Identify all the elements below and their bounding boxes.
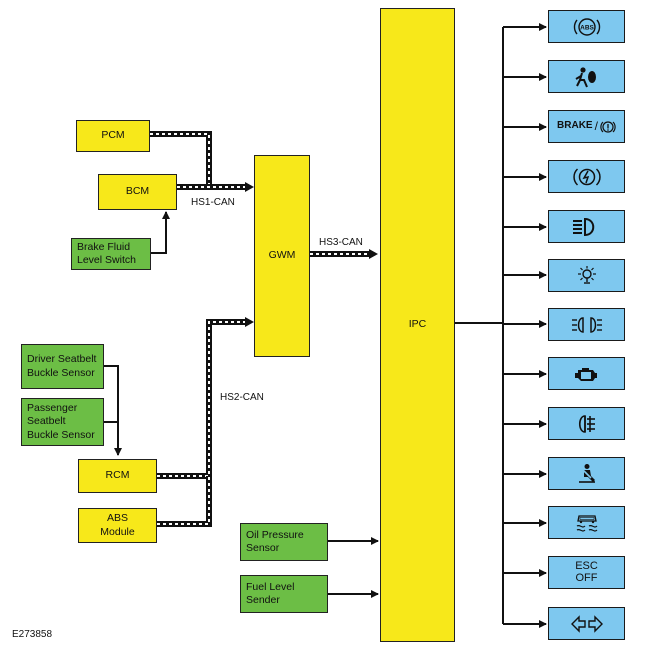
- gwm-module: GWM: [254, 155, 310, 357]
- sidelamp-indicator: [548, 259, 625, 292]
- front-fog-lamp-icon: [571, 316, 602, 333]
- fuel-level-label: Fuel Level Sender: [246, 580, 295, 606]
- driver-seatbelt-label: Driver Seatbelt Buckle Sensor: [27, 353, 97, 379]
- esc-off-line2: OFF: [575, 571, 598, 584]
- pcm-module: PCM: [76, 120, 150, 152]
- hs2-can-bus: [157, 317, 254, 527]
- pcm-label: PCM: [101, 129, 125, 142]
- gwm-label: GWM: [268, 249, 296, 262]
- hs1-can-bus: [150, 131, 254, 192]
- ipc-output-lines: [455, 23, 547, 628]
- figure-reference: E273858: [12, 629, 53, 640]
- esc-off-indicator: ESC OFF: [548, 556, 625, 589]
- abs-warning-icon: ABS: [573, 17, 600, 36]
- sidelamp-icon: [577, 265, 596, 284]
- oil-pressure-sensor: Oil Pressure Sensor: [240, 523, 328, 561]
- hs2-can-label: HS2-CAN: [220, 392, 264, 403]
- airbag-icon: [574, 66, 596, 87]
- esc-off-icon: ESC OFF: [575, 559, 598, 584]
- brake-fluid-level-switch: Brake Fluid Level Switch: [71, 238, 151, 270]
- oil-pressure-label: Oil Pressure Sensor: [246, 528, 304, 554]
- passenger-seatbelt-sensor: Passenger Seatbelt Buckle Sensor: [21, 398, 104, 446]
- seatbelt-icon: [578, 463, 595, 483]
- parking-brake-indicator: [548, 160, 625, 193]
- front-fog-lamp-indicator: [548, 308, 625, 341]
- rcm-module: RCM: [78, 459, 157, 493]
- hs3-can-bus: [310, 249, 378, 259]
- brake-exclamation-icon: [600, 120, 616, 133]
- stability-control-indicator: [548, 506, 625, 539]
- turn-signal-icon: [570, 614, 603, 633]
- bcm-label: BCM: [125, 185, 150, 198]
- high-beam-indicator: [548, 210, 625, 243]
- airbag-indicator: [548, 60, 625, 93]
- stability-control-icon: [576, 514, 597, 532]
- seatbelt-signal-lines: [104, 365, 122, 456]
- brake-slash: /: [594, 119, 598, 133]
- passenger-seatbelt-label: Passenger Seatbelt Buckle Sensor: [27, 402, 95, 441]
- abs-module: ABS Module: [78, 508, 157, 543]
- brake-warning-icon: BRAKE /: [557, 119, 616, 135]
- abs-module-label: ABS Module: [100, 512, 135, 538]
- rcm-label: RCM: [105, 469, 130, 482]
- seatbelt-indicator: [548, 457, 625, 490]
- brake-fluid-signal-line: [151, 211, 170, 254]
- hs3-can-label: HS3-CAN: [319, 237, 363, 248]
- parking-brake-icon: [572, 167, 601, 186]
- brake-warning-indicator: BRAKE /: [548, 110, 625, 143]
- esc-off-line1: ESC: [575, 559, 598, 572]
- hs1-can-label: HS1-CAN: [191, 197, 235, 208]
- ipc-module: IPC: [380, 8, 455, 642]
- high-beam-icon: [572, 217, 594, 236]
- engine-malfunction-indicator: [548, 357, 625, 390]
- fuel-level-sender: Fuel Level Sender: [240, 575, 328, 613]
- engine-malfunction-icon: [574, 367, 597, 381]
- brake-text: BRAKE: [557, 120, 593, 132]
- ipc-label: IPC: [408, 318, 427, 331]
- brake-fluid-label: Brake Fluid Level Switch: [77, 240, 136, 266]
- bcm-module: BCM: [98, 174, 177, 210]
- abs-warning-indicator: ABS: [548, 10, 625, 43]
- rear-fog-lamp-icon: [578, 414, 595, 433]
- turn-signal-indicator: [548, 607, 625, 640]
- rear-fog-lamp-indicator: [548, 407, 625, 440]
- abs-icon-text: ABS: [580, 24, 594, 31]
- driver-seatbelt-sensor: Driver Seatbelt Buckle Sensor: [21, 344, 104, 389]
